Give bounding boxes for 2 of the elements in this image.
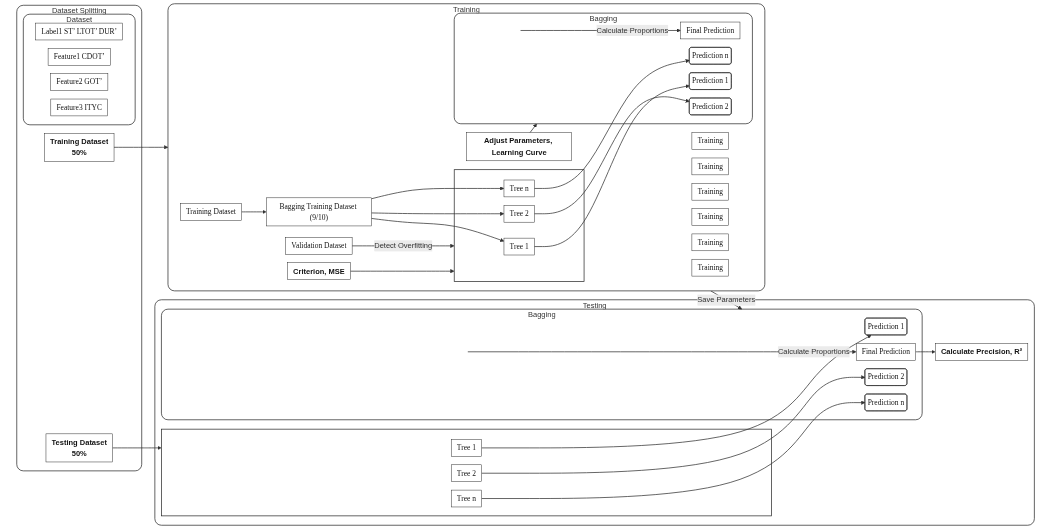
cluster <box>161 428 773 517</box>
cluster <box>454 169 585 282</box>
